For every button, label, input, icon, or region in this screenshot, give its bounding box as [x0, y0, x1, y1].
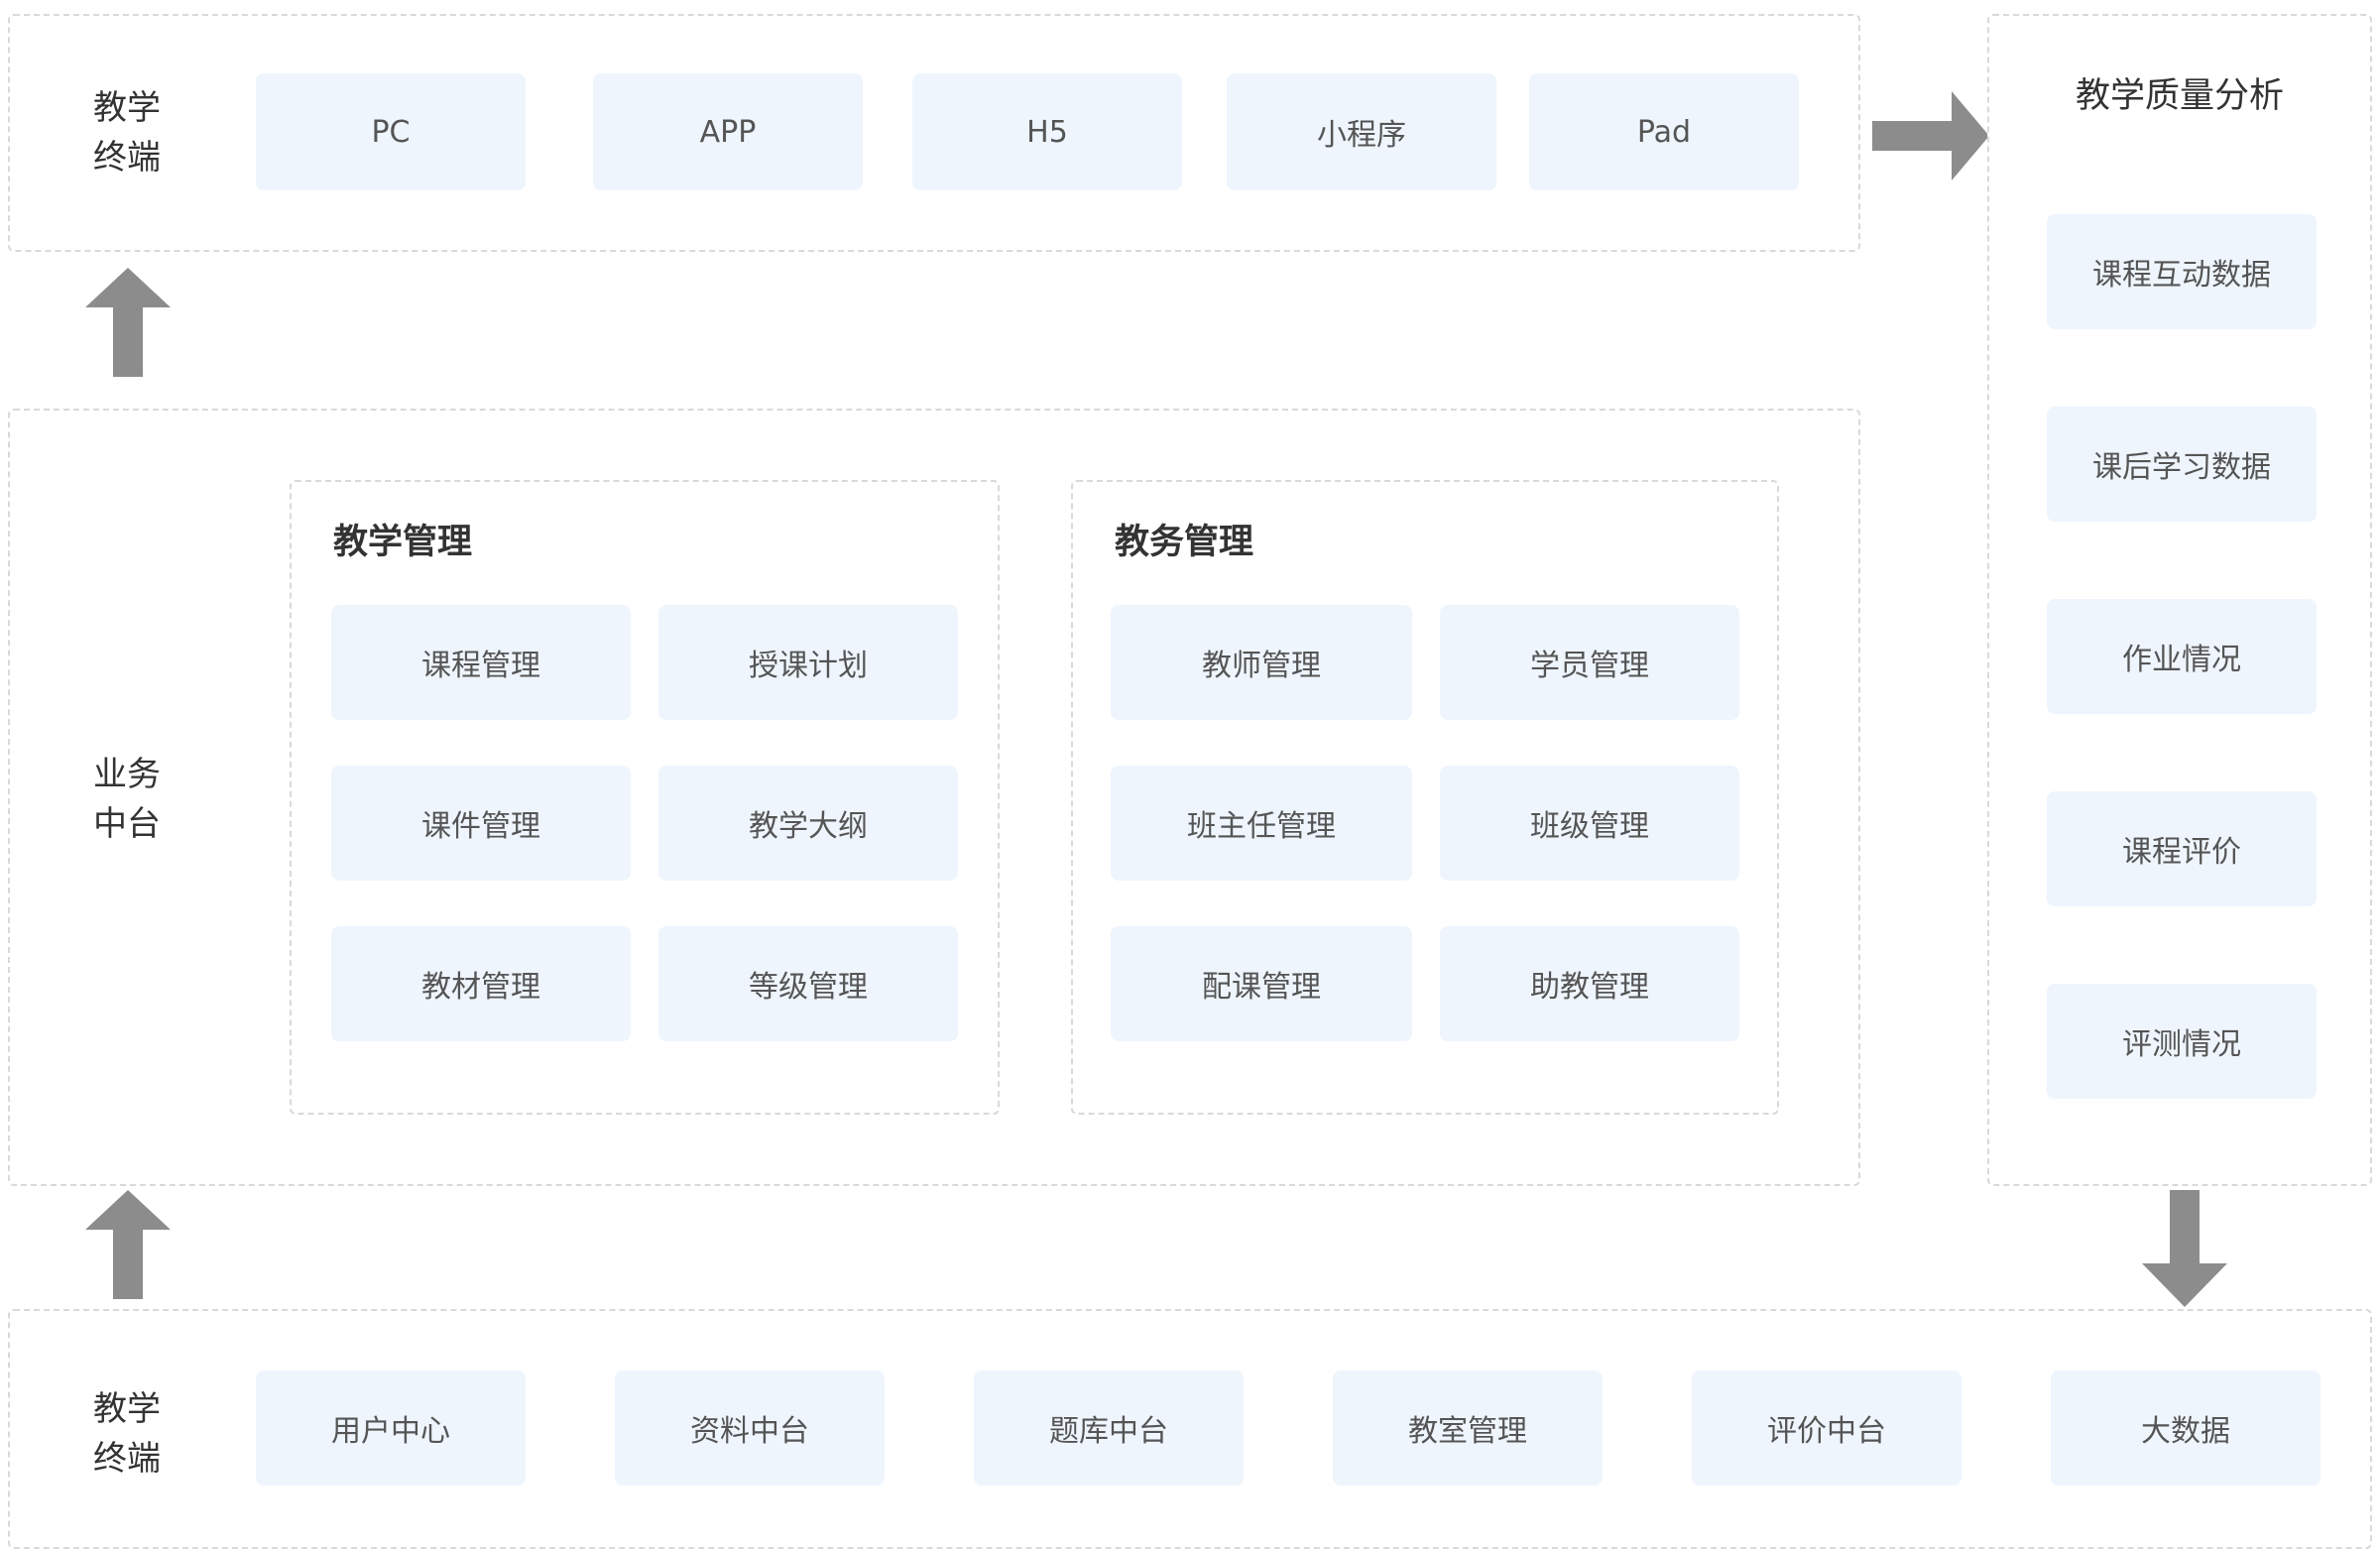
arrow-up-icon [85, 268, 171, 377]
platform-chip-big-data[interactable]: 大数据 [2051, 1370, 2320, 1486]
analysis-chip-homework[interactable]: 作业情况 [2047, 599, 2317, 714]
platform-chip-user-center[interactable]: 用户中心 [256, 1370, 526, 1486]
terminal-chip-h5[interactable]: H5 [912, 73, 1182, 190]
module-chip-class-management[interactable]: 班级管理 [1440, 766, 1739, 881]
module-chip-textbook-management[interactable]: 教材管理 [331, 926, 631, 1041]
analysis-chip-interaction-data[interactable]: 课程互动数据 [2047, 214, 2317, 329]
terminal-chip-pad[interactable]: Pad [1529, 73, 1799, 190]
module-chip-courseware-management[interactable]: 课件管理 [331, 766, 631, 881]
platform-chip-question-bank[interactable]: 题库中台 [974, 1370, 1244, 1486]
bottom-layer-label-line2: 终端 [93, 1439, 161, 1479]
middle-layer-label-line1: 业务 [93, 755, 161, 794]
top-layer-label-line1: 教学 [93, 88, 161, 128]
bottom-layer-label: 教学 终端 [58, 1384, 196, 1484]
bottom-layer-label-line1: 教学 [93, 1389, 161, 1429]
top-layer-label: 教学 终端 [58, 83, 196, 182]
top-layer-label-line2: 终端 [93, 138, 161, 178]
module-chip-student-management[interactable]: 学员管理 [1440, 605, 1739, 720]
middle-layer-label: 业务 中台 [58, 750, 196, 849]
module-chip-lesson-plan[interactable]: 授课计划 [658, 605, 958, 720]
module-chip-level-management[interactable]: 等级管理 [658, 926, 958, 1041]
academic-affairs-title: 教务管理 [1115, 523, 1254, 562]
module-chip-assistant-management[interactable]: 助教管理 [1440, 926, 1739, 1041]
platform-chip-evaluation[interactable]: 评价中台 [1692, 1370, 1962, 1486]
analysis-chip-assessment[interactable]: 评测情况 [2047, 984, 2317, 1099]
platform-chip-materials[interactable]: 资料中台 [615, 1370, 885, 1486]
terminal-chip-mini-program[interactable]: 小程序 [1227, 73, 1496, 190]
module-chip-head-teacher-management[interactable]: 班主任管理 [1111, 766, 1412, 881]
teaching-management-title: 教学管理 [333, 523, 473, 562]
arrow-up-icon [85, 1190, 171, 1299]
quality-analysis-title: 教学质量分析 [2075, 76, 2284, 116]
module-chip-syllabus[interactable]: 教学大纲 [658, 766, 958, 881]
module-chip-course-assignment[interactable]: 配课管理 [1111, 926, 1412, 1041]
arrow-down-icon [2142, 1190, 2227, 1307]
terminal-chip-pc[interactable]: PC [256, 73, 526, 190]
module-chip-teacher-management[interactable]: 教师管理 [1111, 605, 1412, 720]
terminal-chip-app[interactable]: APP [593, 73, 863, 190]
platform-chip-classroom-management[interactable]: 教室管理 [1333, 1370, 1603, 1486]
middle-layer-label-line2: 中台 [93, 804, 161, 844]
module-chip-course-management[interactable]: 课程管理 [331, 605, 631, 720]
analysis-chip-course-evaluation[interactable]: 课程评价 [2047, 791, 2317, 906]
analysis-chip-after-class-data[interactable]: 课后学习数据 [2047, 407, 2317, 522]
arrow-right-icon [1872, 91, 1989, 180]
